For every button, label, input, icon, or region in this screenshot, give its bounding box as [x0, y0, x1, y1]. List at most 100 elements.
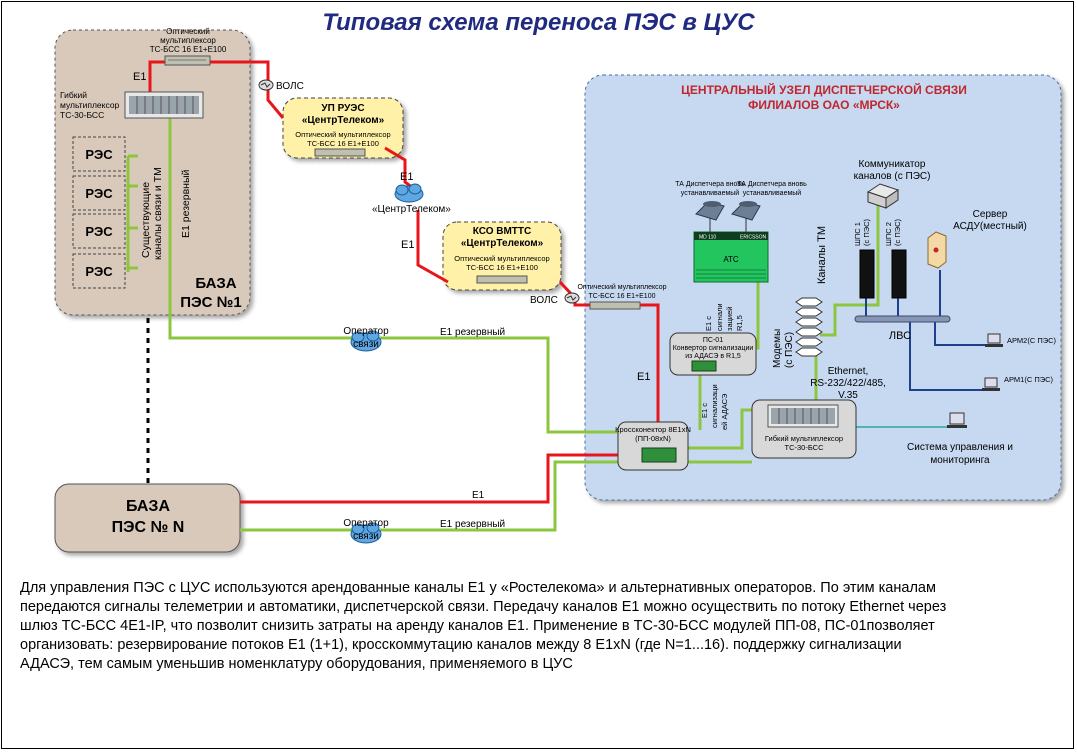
vols-1-icon [258, 79, 274, 91]
modems-label-1: Модемы [772, 329, 783, 368]
modems-label-2: (с ПЭС) [784, 332, 795, 368]
description-line-1: Для управления ПЭС с ЦУС используются ар… [20, 580, 936, 596]
e1-r15-label-3: зацией [725, 307, 734, 331]
ta-1-label-1: ТА Диспетчера вновь [675, 181, 745, 188]
ats-badge-left: MD 110 [699, 235, 716, 241]
cross-label-2: (ПП-08xN) [635, 434, 671, 443]
cross-board-icon [641, 447, 677, 463]
center-flex-label-2: ТС-30-БСС [784, 443, 824, 452]
e1-baseN-label: Е1 [472, 490, 485, 501]
optical-mux-base1-label-2: мультиплексор [160, 36, 216, 45]
diagram-title: Типовая схема переноса ПЭС в ЦУС [322, 9, 755, 36]
res-box-2 [72, 175, 126, 211]
ps01-board-icon [691, 360, 717, 372]
baseN-title-1: БАЗА [126, 498, 170, 515]
res-label-3: РЭС [85, 224, 113, 239]
baseN-box [54, 483, 241, 553]
ethernet-label-3: V.35 [838, 390, 858, 401]
kso-mux-label-1: Оптический мультиплексор [454, 254, 549, 263]
ta-2-label-1: ТА Диспетчера вновь [737, 181, 807, 188]
kso-mux-label-2: ТС-БСС 16 Е1+Е100 [466, 263, 538, 272]
shps2-rack-icon [891, 249, 907, 299]
e1-r15-label-2: сигнали [715, 303, 724, 331]
monitoring-label-1: Система управления и [907, 442, 1013, 453]
server-icon [927, 231, 947, 269]
e1-r15-label-4: R1,5 [735, 315, 744, 331]
base1-content: Гибкий мультиплексор ТС-30-БСС Оптически… [60, 27, 242, 311]
center-optical-mux-label-1: Оптический мультиплексор [577, 283, 666, 291]
optical-mux-base1-label-3: ТС-БСС 16 Е1+Е100 [150, 45, 227, 54]
flex-mux-base1-icon [124, 91, 204, 119]
ats-header [694, 232, 768, 240]
ethernet-label-2: RS-232/422/485, [810, 378, 886, 389]
arm2-label: АРМ2(С ПЭС) [1007, 336, 1057, 345]
center-optical-mux-icon [589, 301, 641, 310]
res-box-1 [72, 136, 126, 172]
operator-1-label-1: Оператор [343, 326, 389, 337]
flex-mux-base1-label-3: ТС-30-БСС [60, 110, 104, 120]
center-box [584, 74, 1062, 501]
center-title-1: ЦЕНТРАЛЬНЫЙ УЗЕЛ ДИСПЕТЧЕРСКОЙ СВЯЗИ [681, 82, 967, 97]
ats-label: АТС [723, 255, 739, 264]
res-label-2: РЭС [85, 186, 113, 201]
cloud-centrtelecom-label: «ЦентрТелеком» [372, 204, 451, 215]
description-line-2: передаются сигналы телеметрии и автомати… [20, 599, 947, 615]
ethernet-label-1: Ethernet, [828, 366, 869, 377]
green-links [126, 110, 880, 532]
res-box-4 [72, 253, 126, 289]
optical-mux-base1-icon [164, 55, 211, 66]
base1-title-1: БАЗА [195, 275, 236, 292]
optical-mux-base1-label-1: Оптический [166, 27, 210, 36]
channels-tm-label: Каналы ТМ [816, 226, 828, 284]
commutator-label-2: каналов (с ПЭС) [854, 171, 931, 182]
arm2-icon [985, 333, 1003, 347]
e1-r15-label-1: Е1 с [704, 316, 713, 331]
e1-adase-label-1: Е1 с [700, 403, 709, 418]
lan-links [865, 270, 990, 391]
ps01-label-3: из АДАСЭ в R1,5 [685, 353, 741, 360]
operator-2-label-2: связи [353, 531, 379, 542]
flex-mux-base1-label-2: мультиплексор [60, 100, 120, 110]
ats-slots [696, 269, 766, 279]
vols-2-label: ВОЛС [530, 295, 558, 306]
operator-cloud-2-icon [350, 522, 382, 544]
modems-stack-icon [795, 297, 823, 357]
center-flex-label-1: Гибкий мультиплексор [765, 434, 843, 443]
kso-box [442, 221, 562, 291]
phone-2-icon [731, 201, 761, 221]
e1-mid-2-label: Е1 [401, 239, 414, 251]
up-res-mux-label-1: Оптический мультиплексор [295, 130, 390, 139]
up-res-title-2: «ЦентрТелеком» [302, 115, 385, 126]
shps1-label-2: (с ПЭС) [862, 218, 871, 246]
ta-1-label-2: устанавливаемый [681, 189, 740, 197]
vols-1-label: ВОЛС [276, 81, 304, 92]
e1-adase-label-3: ей АДАСЭ [720, 393, 729, 430]
e1-center-label: Е1 [637, 371, 650, 383]
vols-2-icon [564, 292, 580, 304]
red-e1-links [148, 60, 660, 504]
lan-bus [854, 315, 951, 323]
shps2-label-2: (с ПЭС) [893, 218, 902, 246]
cloud-centrtelecom-icon [394, 183, 424, 203]
shps1-rack-icon [859, 249, 875, 299]
kso-mux-icon [476, 275, 528, 284]
existing-channels-label-1: Существующие [140, 182, 152, 258]
arm1-label: АРМ1(С ПЭС) [1004, 375, 1054, 384]
server-label-2: АСДУ(местный) [953, 221, 1027, 232]
kso-title-1: КСО ВМТТС [473, 226, 532, 237]
e1-label-base1: Е1 [133, 71, 146, 83]
e1-mid-1-label: Е1 [400, 171, 413, 183]
server-label-1: Сервер [973, 209, 1008, 220]
description-line-4: организовать: резервирование потоков Е1 … [20, 637, 902, 653]
ps01-label-1: ПС-01 [703, 337, 723, 344]
res-box-3 [72, 213, 126, 249]
commutator-label-1: Коммуникатор [859, 159, 926, 170]
up-res-mux-label-2: ТС-БСС 16 Е1+Е100 [307, 139, 379, 148]
ps01-label-2: Конвертор сигнализации [673, 345, 754, 352]
commutator-icon [866, 183, 900, 209]
operator-cloud-1-icon [350, 330, 382, 352]
description: Для управления ПЭС с ЦУС используются ар… [20, 579, 1070, 674]
monitoring-computer-icon [947, 412, 967, 428]
